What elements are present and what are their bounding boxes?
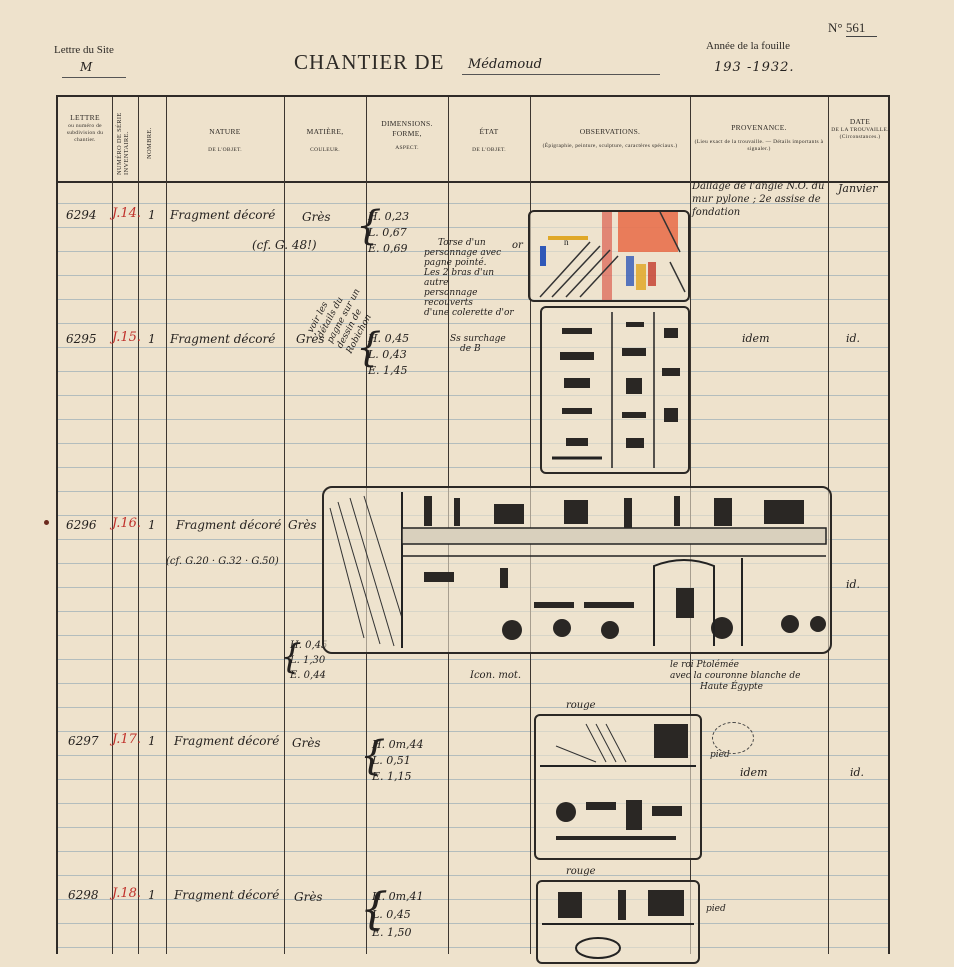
row-6294-dim-e: E. 0,69 bbox=[368, 242, 408, 255]
sketch-label-icon-mot: Icon. mot. bbox=[470, 670, 522, 681]
row-6296-dim-h: H. 0,45 bbox=[290, 640, 328, 651]
row-6297-count: 1 bbox=[148, 734, 156, 748]
year-value: 193 -1932. bbox=[714, 60, 795, 75]
sketch-6295 bbox=[540, 306, 690, 474]
row-6297-inv: J.17. bbox=[112, 732, 142, 747]
record-number: N° 561 bbox=[828, 20, 878, 37]
row-6298-dim-l: L. 0,45 bbox=[372, 908, 411, 921]
row-6294-provenance: Dallage de l'angle N.O. du mur pylone ; … bbox=[692, 181, 825, 218]
row-6297-provenance: idem bbox=[740, 766, 768, 779]
sketch-label-or: or bbox=[512, 240, 523, 251]
row-6294-nature: Fragment décoré bbox=[170, 208, 276, 222]
row-6296-count: 1 bbox=[148, 518, 156, 532]
row-6296-inv: J.16. bbox=[112, 516, 142, 531]
row-6295-inv: J.15. bbox=[112, 330, 142, 345]
col-header-dimensions: DIMENSIONS. FORME,ASPECT. bbox=[381, 119, 433, 151]
row-6294-dim-l: L. 0,67 bbox=[368, 226, 407, 239]
chantier-value: Médamoud bbox=[468, 57, 542, 72]
brace-6298: { bbox=[360, 884, 388, 935]
row-6296-date: id. bbox=[846, 578, 861, 591]
row-6298-dim-e: E. 1,50 bbox=[372, 926, 412, 939]
row-6295-dim-l: L. 0,43 bbox=[368, 348, 407, 361]
row-6296-nature-ref: (cf. G.20 · G.32 · G.50) bbox=[166, 556, 279, 567]
sketch-label-rouge-1: rouge bbox=[566, 700, 596, 711]
brace-6296: { bbox=[280, 637, 302, 677]
row-6298-dim-h: H. 0m,41 bbox=[372, 890, 424, 903]
brace-6294: { bbox=[356, 203, 382, 249]
col-header-provenance: PROVENANCE.(Lieu exact de la trouvaille.… bbox=[694, 123, 824, 152]
year-label: Année de la fouille bbox=[706, 40, 790, 52]
sketch-6296-drawing bbox=[329, 492, 827, 648]
row-6295-date: id. bbox=[846, 332, 861, 345]
sketch-6298 bbox=[536, 880, 700, 964]
row-6296-dim-l: L. 1,30 bbox=[290, 655, 326, 666]
sketch-label-rouge-2: rouge bbox=[566, 866, 596, 877]
row-6297-dim-e: E. 1,15 bbox=[372, 770, 412, 783]
row-6297-date: id. bbox=[850, 766, 865, 779]
col-header-numero: NUMÉRO DE SÉRIE INVENTAIRE. bbox=[116, 112, 130, 175]
site-underline bbox=[62, 77, 126, 78]
row-6295-nature: Fragment décoré bbox=[170, 332, 276, 346]
row-6297-dim-l: L. 0,51 bbox=[372, 754, 411, 767]
row-6298-nature: Fragment décoré bbox=[174, 888, 280, 902]
brace-6295: { bbox=[356, 325, 382, 371]
row-6298-matiere: Grès bbox=[294, 890, 323, 904]
sketch-6294-drawing: n bbox=[539, 212, 686, 300]
row-6295-dim-h: H. 0,45 bbox=[368, 332, 410, 345]
row-6294-inv: J.14. bbox=[112, 206, 142, 221]
row-6294-etat: Torse d'un personnage avec pagne pointé.… bbox=[424, 238, 514, 318]
row-6298-count: 1 bbox=[148, 888, 156, 902]
sketch-6297 bbox=[534, 714, 702, 860]
row-6295-num: 6295 bbox=[66, 332, 97, 346]
col-header-observations: OBSERVATIONS.(Épigraphie, peinture, scul… bbox=[542, 127, 678, 149]
sketch-label-n: n bbox=[564, 237, 569, 247]
row-6294-count: 1 bbox=[148, 208, 156, 222]
col-header-nombre: NOMBRE. bbox=[146, 127, 153, 159]
sketch-label-pied-2: pied bbox=[706, 904, 726, 914]
punch-hole bbox=[44, 520, 49, 525]
row-6297-nature: Fragment décoré bbox=[174, 734, 280, 748]
site-value: M bbox=[80, 60, 93, 74]
row-6294-matiere: Grès bbox=[302, 210, 331, 224]
sketch-6296 bbox=[322, 486, 832, 654]
row-6294-dim-h: H. 0,23 bbox=[368, 210, 410, 223]
site-label: Lettre du Site bbox=[54, 44, 114, 56]
chantier-underline bbox=[462, 74, 660, 75]
sketch-6298-drawing bbox=[542, 890, 694, 959]
row-6295-matiere: Grès bbox=[296, 332, 325, 346]
row-6296-nature: Fragment décoré bbox=[176, 518, 282, 532]
row-6294-num: 6294 bbox=[66, 208, 97, 222]
row-6298-num: 6298 bbox=[68, 888, 99, 902]
row-6294-nature-ref: (cf. G. 48!) bbox=[252, 238, 317, 252]
row-6295-count: 1 bbox=[148, 332, 156, 346]
col-header-matiere: MATIÈRE,COULEUR. bbox=[306, 127, 344, 153]
row-6296-matiere: Grès bbox=[288, 518, 317, 532]
row-6294-date: Janvier bbox=[838, 182, 878, 195]
page-title: CHANTIER DE bbox=[294, 50, 445, 74]
row-6298-inv: J.18. bbox=[112, 886, 142, 901]
sketch-6294: n bbox=[528, 210, 690, 302]
row-6295-provenance: idem bbox=[742, 332, 770, 345]
hieroglyph-circle bbox=[712, 722, 754, 754]
sketch-6295-drawing bbox=[552, 312, 680, 468]
sketch-6297-drawing bbox=[540, 723, 696, 840]
row-6296-num: 6296 bbox=[66, 518, 97, 532]
row-6297-matiere: Grès bbox=[292, 736, 321, 750]
row-6297-num: 6297 bbox=[68, 734, 99, 748]
row-6297-dim-h: H. 0m,44 bbox=[372, 738, 424, 751]
row-6295-dim-e: E. 1,45 bbox=[368, 364, 408, 377]
row-6296-dim-e: E. 0,44 bbox=[290, 670, 326, 681]
sketch-label-pied-1: pied bbox=[710, 750, 730, 760]
brace-6297: { bbox=[360, 733, 386, 779]
